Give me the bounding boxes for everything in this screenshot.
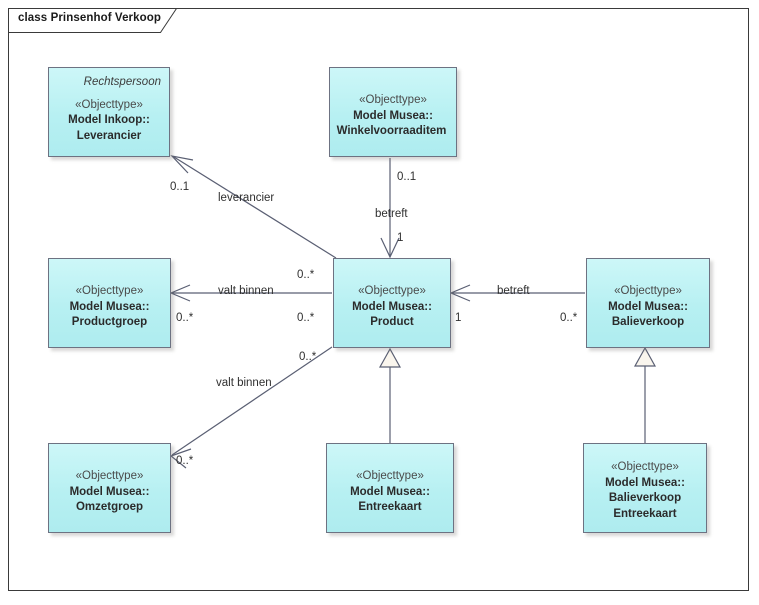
class-node-productgroep[interactable]: «Objecttype» Model Musea:: Productgroep <box>48 258 171 348</box>
package-label: Model Musea:: <box>350 485 430 498</box>
multiplicity-balieverkoop: 0..* <box>560 312 578 324</box>
page-title: class Prinsenhof Verkoop <box>18 12 162 24</box>
class-node-omzetgroep[interactable]: «Objecttype» Model Musea:: Omzetgroep <box>48 443 171 533</box>
stereotype-label: «Objecttype» <box>75 98 143 111</box>
class-node-entreekaart[interactable]: «Objecttype» Model Musea:: Entreekaart <box>326 443 454 533</box>
multiplicity-product-left-3: 0..* <box>299 351 317 363</box>
base-class-name: Rechtspersoon <box>83 76 161 88</box>
label-leverancier: leverancier <box>218 192 275 204</box>
class-node-leverancier[interactable]: Rechtspersoon «Objecttype» Model Inkoop:… <box>48 67 170 157</box>
package-label: Model Musea:: <box>69 300 150 313</box>
diagram-title-tab <box>8 8 188 33</box>
package-label: Model Musea:: <box>69 485 150 498</box>
class-name: Product <box>370 316 414 329</box>
package-label: Model Musea:: <box>608 300 688 313</box>
class-name: Entreekaart <box>358 501 422 514</box>
class-name: Productgroep <box>71 316 148 329</box>
multiplicity-product-left-1: 0..* <box>297 269 315 281</box>
stereotype-label: «Objecttype» <box>358 285 426 297</box>
stereotype-label: «Objecttype» <box>359 94 427 106</box>
class-node-balieverkoop[interactable]: «Objecttype» Model Musea:: Balieverkoop <box>586 258 710 348</box>
label-valt-binnen-1: valt binnen <box>218 285 274 297</box>
multiplicity-leverancier: 0..1 <box>170 181 190 193</box>
package-label: Model Inkoop:: <box>68 114 150 127</box>
stereotype-label: «Objecttype» <box>614 285 682 297</box>
stereotype-label: «Objecttype» <box>611 461 679 473</box>
stereotype-label: «Objecttype» <box>75 470 144 482</box>
multiplicity-productgroep: 0..* <box>176 312 194 324</box>
class-node-product[interactable]: «Objecttype» Model Musea:: Product <box>333 258 451 348</box>
class-node-winkelvoorraaditem[interactable]: «Objecttype» Model Musea:: Winkelvoorraa… <box>329 67 457 157</box>
label-betreft-horizontal: betreft <box>497 285 530 297</box>
package-label: Model Musea:: <box>353 109 433 122</box>
multiplicity-product-right: 1 <box>455 312 462 324</box>
multiplicity-winkelvoorraaditem: 0..1 <box>397 171 417 183</box>
class-name-line2: Entreekaart <box>613 507 677 520</box>
multiplicity-product-top: 1 <box>397 232 404 244</box>
stereotype-label: «Objecttype» <box>356 470 424 482</box>
multiplicity-omzetgroep: 0..* <box>176 455 194 467</box>
class-name: Balieverkoop <box>608 492 682 505</box>
multiplicity-product-left-2: 0..* <box>297 312 315 324</box>
stereotype-label: «Objecttype» <box>75 285 144 297</box>
class-name: Omzetgroep <box>75 501 144 514</box>
diagram-frame <box>8 8 749 591</box>
class-name: Winkelvoorraaditem <box>336 125 447 138</box>
class-node-balieverkoop-entreekaart[interactable]: «Objecttype» Model Musea:: Balieverkoop … <box>583 443 707 533</box>
label-betreft-vertical: betreft <box>375 208 408 220</box>
package-label: Model Musea:: <box>352 300 432 313</box>
label-valt-binnen-2: valt binnen <box>216 377 272 389</box>
class-name: Balieverkoop <box>611 316 685 329</box>
package-label: Model Musea:: <box>605 476 685 489</box>
class-name: Leverancier <box>76 129 142 142</box>
